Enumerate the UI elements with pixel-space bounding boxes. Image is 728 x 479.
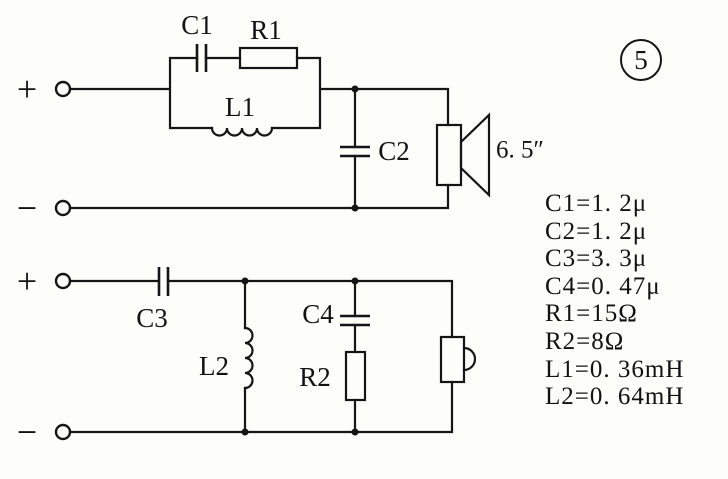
- r1-label: R1: [250, 15, 282, 45]
- junction-dot: [241, 277, 249, 285]
- c1-label: C1: [181, 10, 213, 40]
- value-row-r2: R2=8Ω: [545, 327, 625, 355]
- woofer-speaker-body: [435, 123, 463, 187]
- woofer-size-label: 6. 5″: [496, 137, 544, 164]
- tweeter-speaker-dome: [462, 346, 477, 372]
- c4-label: C4: [302, 299, 334, 329]
- bottom-positive-terminal: [54, 272, 72, 290]
- l1-label: L1: [225, 92, 255, 122]
- top-plus-sign: +: [17, 69, 37, 109]
- c1-capacitor: [195, 44, 208, 72]
- top-positive-terminal: [54, 80, 72, 98]
- tweeter-speaker-body: [439, 335, 466, 384]
- bottom-circuit-wires: [68, 279, 454, 434]
- c2-label: C2: [378, 136, 410, 166]
- r1-resistor: [238, 46, 299, 70]
- top-negative-terminal: [54, 199, 72, 217]
- bottom-plus-sign: +: [17, 261, 37, 301]
- junction-dot: [351, 204, 359, 212]
- woofer-speaker-cone: [459, 112, 491, 198]
- l1-inductor: [210, 126, 274, 137]
- bottom-minus-sign: −: [17, 412, 37, 452]
- r2-resistor: [344, 350, 367, 402]
- c2-capacitor: [340, 145, 370, 158]
- value-row-l2: L2=0. 64mH: [545, 383, 685, 411]
- bottom-circuit: + − C3 L2 C4 R2: [17, 261, 477, 452]
- top-circuit-wires: [68, 56, 450, 210]
- top-circuit: + − C1 R1 L1 C2 6. 5″: [17, 10, 544, 228]
- c3-label: C3: [136, 303, 168, 333]
- figure-number: 5: [634, 44, 648, 75]
- value-row-r1: R1=15Ω: [545, 300, 638, 328]
- l2-label: L2: [199, 351, 229, 381]
- l2-inductor: [243, 326, 254, 390]
- c4-capacitor: [340, 314, 370, 327]
- figure-number-badge: 5: [620, 39, 662, 81]
- r2-label: R2: [299, 362, 331, 392]
- bottom-negative-terminal: [54, 423, 72, 441]
- component-values-list: C1=1. 2μ C2=1. 2μ C3=3. 3μ C4=0. 47μ R1=…: [545, 190, 684, 411]
- value-row-l1: L1=0. 36mH: [545, 355, 685, 383]
- junction-dot: [351, 428, 359, 436]
- junction-dot: [351, 85, 359, 93]
- junction-dot: [351, 277, 359, 285]
- value-row-c3: C3=3. 3μ: [545, 245, 648, 273]
- c3-capacitor: [157, 267, 170, 296]
- value-row-c1: C1=1. 2μ: [545, 190, 648, 217]
- top-minus-sign: −: [17, 188, 37, 228]
- value-row-c4: C4=0. 47μ: [545, 272, 661, 300]
- junction-dot: [241, 428, 249, 436]
- value-row-c2: C2=1. 2μ: [545, 217, 648, 245]
